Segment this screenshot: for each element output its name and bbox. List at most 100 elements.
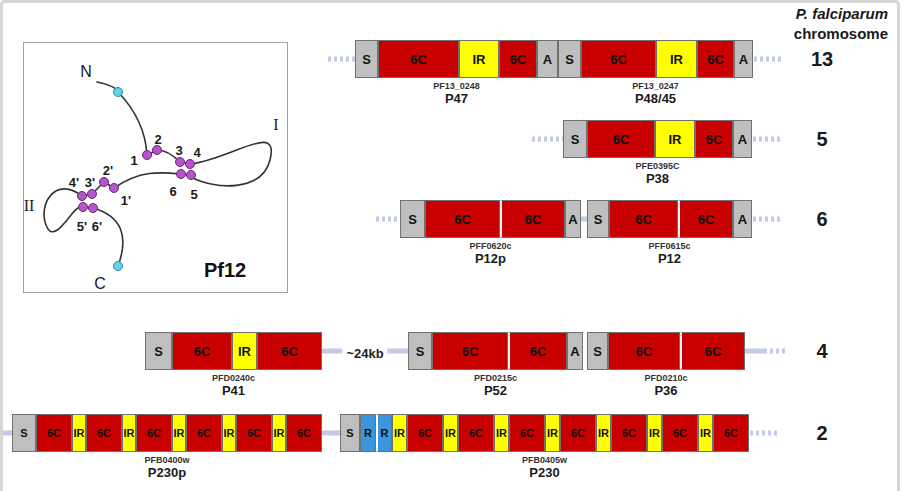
chromosome-number: 13	[811, 48, 833, 71]
decoration	[186, 160, 195, 169]
decoration	[764, 349, 788, 354]
domain-segment: IR	[459, 40, 499, 78]
domain-segment: IR	[232, 332, 257, 370]
chromosome-connector	[322, 431, 340, 436]
domain-segment: A	[565, 200, 581, 238]
gene-id: PFE0395C	[635, 161, 679, 171]
decoration	[110, 184, 119, 193]
domain-segment: 6C	[425, 200, 500, 238]
domain-segment: S	[400, 200, 425, 238]
domain-segment: R	[376, 414, 392, 452]
decoration	[3, 431, 12, 436]
domain-label: R	[381, 428, 389, 439]
protein-name: P48/45	[635, 92, 676, 107]
protein-name: P41	[222, 384, 245, 399]
domain-segment: A	[734, 40, 753, 78]
domain-label: IR	[394, 428, 405, 439]
domain-segment: 6C	[581, 40, 656, 78]
gene-id: PFD0210c	[644, 373, 687, 383]
header-word: chromosome	[794, 25, 888, 42]
domain-label: IR	[274, 428, 285, 439]
domain-segment: 6C	[378, 40, 459, 78]
domain-segment: 6C	[508, 332, 567, 370]
domain-segment: A	[733, 120, 752, 158]
decoration	[190, 142, 271, 185]
gene-bar: PFD0240cP41S6CIR6C	[145, 332, 322, 370]
domain-segment: IR	[494, 414, 509, 452]
decoration	[78, 192, 87, 201]
decoration	[100, 178, 109, 187]
domain-label: IR	[700, 428, 711, 439]
domain-segment: IR	[172, 414, 186, 452]
domain-label: S	[416, 345, 425, 358]
domain-label: S	[346, 428, 353, 439]
domain-segment: 6C	[662, 414, 698, 452]
domain-label: 6C	[707, 53, 724, 66]
gene-bar: PF13_0248P47S6CIR6CA	[355, 40, 558, 78]
domain-segment: 6C	[678, 200, 733, 238]
domain-label: 6C	[410, 53, 427, 66]
domain-segment: R	[360, 414, 376, 452]
cysteine-number: 1'	[121, 194, 131, 209]
domain-segment: IR	[647, 414, 662, 452]
gene-id: PFD0215c	[474, 373, 517, 383]
domain-segment: A	[537, 40, 558, 78]
decoration	[88, 190, 97, 199]
domain-label: S	[571, 133, 580, 146]
domain-label: S	[593, 345, 602, 358]
domain-label: IR	[496, 428, 507, 439]
cysteine-number: 4	[193, 146, 200, 161]
decoration	[753, 137, 780, 142]
domain-segment: 6C	[86, 414, 122, 452]
domain-label: 6C	[613, 133, 630, 146]
domain-segment: 6C	[713, 414, 749, 452]
domain-label: IR	[174, 428, 185, 439]
domain-label: 6C	[705, 345, 722, 358]
decoration	[177, 170, 186, 179]
protein-name: P230	[529, 466, 559, 481]
decoration	[753, 217, 780, 222]
domain-segment: IR	[443, 414, 458, 452]
domain-label: 6C	[47, 428, 61, 439]
gene-bar: PFF0620cP12pS6C6CA	[400, 200, 581, 238]
terminus-label: C	[94, 275, 106, 293]
gene-bar: PFD0215cP52S6C6CA	[408, 332, 583, 370]
decoration	[187, 171, 196, 180]
domain-label: S	[154, 345, 163, 358]
domain-segment: 6C	[608, 332, 680, 370]
protein-name: P12p	[475, 252, 506, 267]
domain-label: 6C	[673, 428, 687, 439]
domain-label: A	[570, 345, 579, 358]
domain-segment: IR	[72, 414, 86, 452]
gene-bar: PFE0395CP38S6CIR6CA	[563, 120, 752, 158]
domain-label: IR	[124, 428, 135, 439]
domain-segment: S	[340, 414, 360, 452]
edge-label: ~24kb	[342, 347, 387, 362]
header-species: P. falciparum	[796, 5, 888, 22]
domain-segment: 6C	[611, 414, 647, 452]
domain-segment: 6C	[695, 120, 733, 158]
decoration	[754, 57, 781, 62]
domain-label: 6C	[510, 53, 527, 66]
domain-label: 6C	[706, 133, 723, 146]
cysteine-number: 5	[190, 188, 197, 203]
cysteine-number: 5'	[77, 220, 87, 235]
domain-label: IR	[74, 428, 85, 439]
decoration	[118, 92, 147, 155]
domain-label: IR	[473, 53, 486, 66]
domain-segment: IR	[596, 414, 611, 452]
domain-label: IR	[224, 428, 235, 439]
gene-bar: PF13_0247P48/45S6CIR6CA	[558, 40, 753, 78]
decoration	[153, 146, 162, 155]
domain-label: S	[362, 53, 371, 66]
cysteine-number: 6'	[92, 220, 102, 235]
decoration	[114, 88, 123, 97]
protein-schematic	[44, 82, 271, 266]
domain-segment: A	[733, 200, 752, 238]
domain-label: A	[738, 213, 747, 226]
domain-label: IR	[598, 428, 609, 439]
domain-segment: 6C	[500, 200, 565, 238]
domain-segment: IR	[222, 414, 236, 452]
